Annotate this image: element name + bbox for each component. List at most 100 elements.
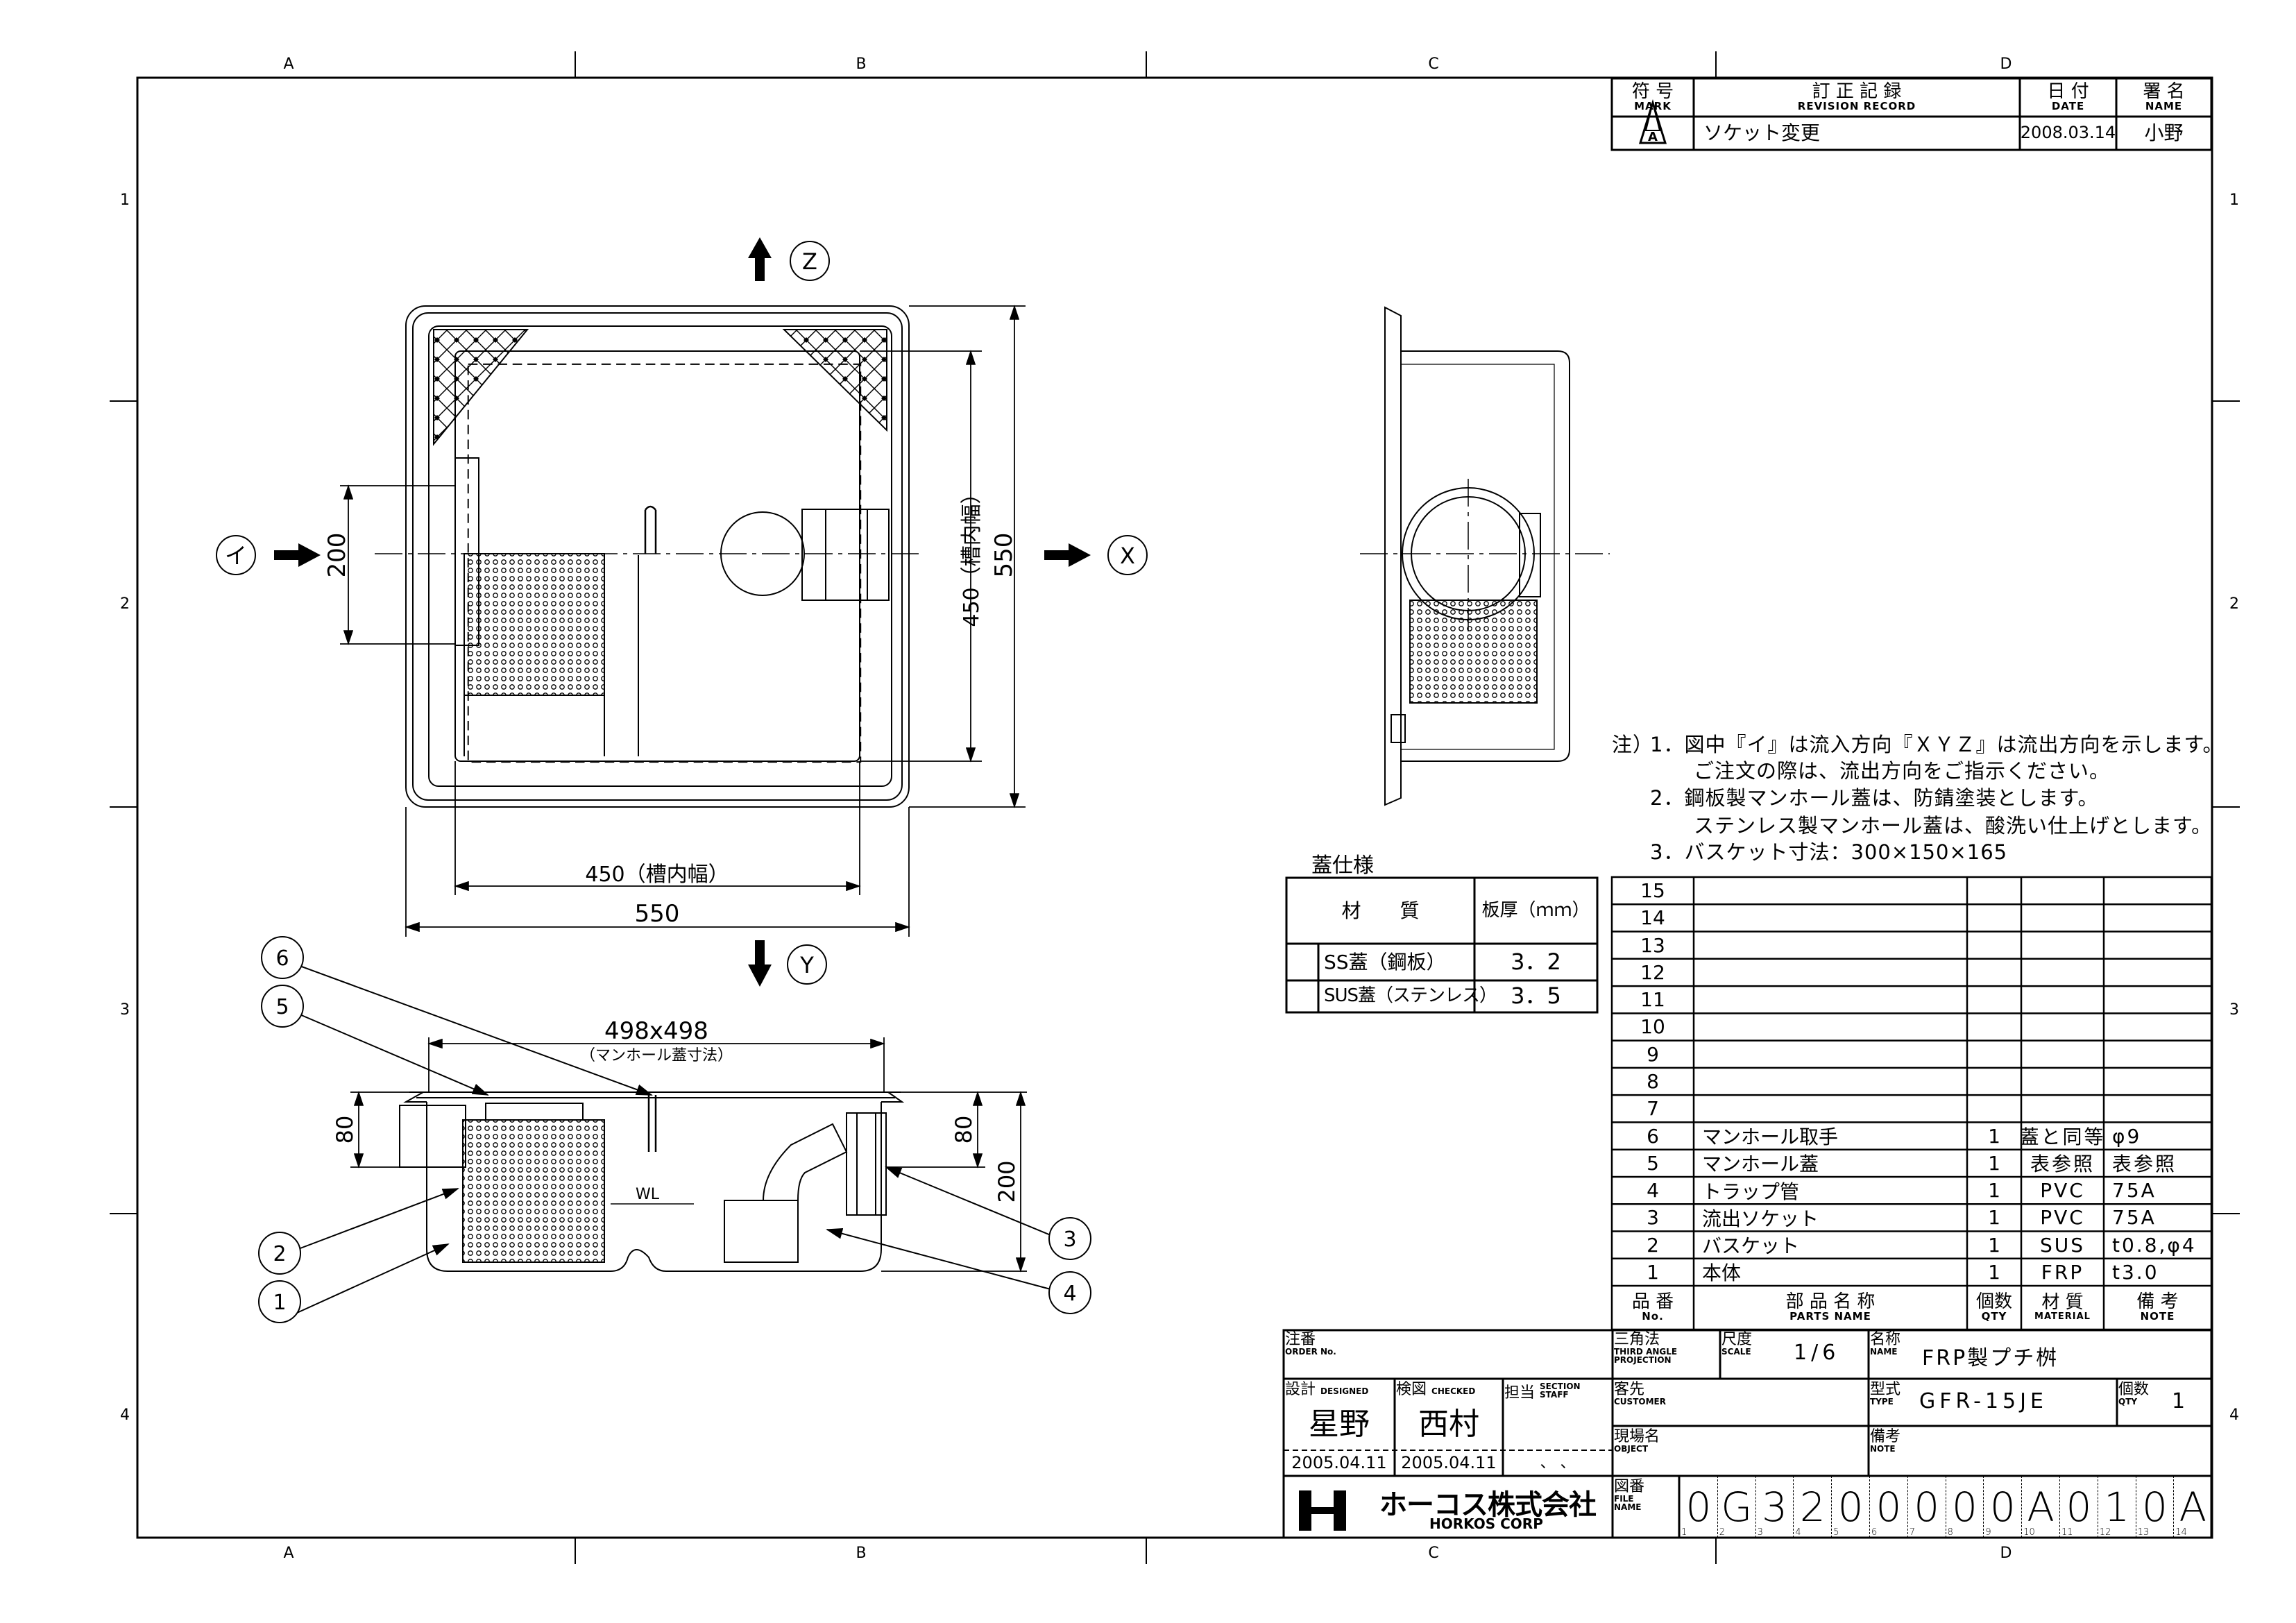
tb-object-en: OBJECT [1614,1444,1649,1454]
rev-header-mark-en: MARK [1634,100,1672,113]
rev-mark: A [1648,129,1658,144]
tb-file-char-value: 0 [1989,1483,2016,1531]
sheet-frame [110,51,2240,1564]
parts-cell-name: 本体 [1702,1261,1742,1285]
parts-header-material-en: MATERIAL [2034,1311,2091,1323]
callout-circle [261,936,304,979]
parts-cell-no: 6 [1647,1124,1659,1148]
lid-spec-material-1: SS蓋（鋼板） [1324,950,1446,974]
parts-cell-no: 2 [1647,1233,1659,1257]
parts-header-note-en: NOTE [2140,1310,2175,1323]
tb-file-char-value: 3 [1762,1483,1787,1531]
parts-cell-name [1702,986,1967,1013]
callout-circle [258,1280,301,1323]
parts-header-name-en: PARTS NAME [1789,1310,1871,1323]
rev-header-name-ja: 署 名 [2143,80,2185,102]
tb-file-char-value: G [1721,1483,1753,1531]
tb-qty-value: 1 [2172,1389,2190,1413]
tb-qty-ja: 個数 [2118,1381,2150,1398]
socket-top [801,509,890,601]
parts-cell-name: マンホール蓋 [1702,1153,1819,1176]
parts-cell-qty [1967,986,2021,1013]
tb-order-ja: 注番 [1285,1331,1316,1348]
lid-spec-header-thickness: 板厚（ｍｍ） [1481,899,1590,921]
parts-cell-note [2112,959,2211,986]
parts-cell-no: 14 [1640,906,1665,930]
parts-cell-material [2021,932,2104,959]
parts-cell-no: 4 [1647,1179,1659,1203]
rev-header-date-en: DATE [2051,100,2085,113]
parts-header-note-ja: 備 考 [2136,1291,2179,1312]
parts-cell-note [2112,986,2211,1013]
tb-type-en: TYPE [1870,1397,1894,1407]
parts-cell-material [2021,959,2104,986]
revision-table-lines [1610,77,2213,151]
tb-file-char-value: 0 [2066,1483,2092,1531]
tb-designed-ja: 設計 [1285,1381,1316,1398]
tb-designed-date: 2005.04.11 [1291,1452,1387,1472]
parts-cell-note [2112,932,2211,959]
parts-cell-no: 11 [1640,988,1665,1012]
tb-name-value: FRP製プチ桝 [1922,1346,2059,1370]
lid-spec-material-2: SUS蓋（ステンレス） [1324,985,1497,1007]
direction-label-i: イ [225,543,247,569]
callout-circle [261,985,304,1028]
parts-header-qty-ja: 個数 [1975,1291,2012,1312]
tb-checked-en: CHECKED [1431,1386,1476,1396]
tb-file-char-index: 14 [2175,1527,2187,1538]
parts-header-qty-en: QTY [1981,1310,2007,1323]
dim-498-note: （マンホール蓋寸法） [580,1047,733,1064]
parts-cell-note: t0.8,φ4 [2112,1233,2197,1257]
tb-file-char-index: 3 [1757,1527,1763,1538]
parts-cell-no: 7 [1647,1097,1659,1121]
tb-type-ja: 型式 [1870,1381,1901,1398]
tb-file-char-index: 11 [2061,1527,2073,1538]
rev-header-mark-ja: 符 号 [1631,80,1674,102]
parts-cell-material: 蓋と同等 [2019,1125,2106,1149]
parts-cell-note [2112,877,2211,904]
parts-cell-no: 10 [1640,1015,1665,1039]
tb-file-char-value: 0 [1876,1483,1902,1531]
parts-cell-note: 75A [2112,1206,2157,1230]
parts-cell-name [1702,959,1967,986]
tb-section-date: 、 、 [1540,1454,1576,1472]
note-line-2: ご注文の際は、流出方向をご指示ください。 [1694,759,2111,783]
tb-section-en: SECTION STAFF [1540,1382,1581,1400]
parts-cell-note: φ9 [2112,1124,2142,1148]
parts-cell-name: バスケット [1702,1234,1800,1258]
parts-cell-material [2021,1068,2104,1095]
tb-file-char-value: 0 [2142,1483,2168,1531]
grid-row-1-left: 1 [120,192,130,209]
parts-cell-note [2112,904,2211,931]
inlet-arrow-i [216,535,321,575]
parts-cell-name [1702,1068,1967,1095]
parts-cell-material [2021,877,2104,904]
tb-note-ja: 備考 [1870,1428,1901,1445]
parts-cell-name: トラップ管 [1702,1180,1800,1203]
parts-cell-qty [1967,1013,2021,1040]
top-view [375,305,923,808]
rev-header-record-en: REVISION RECORD [1797,100,1916,113]
tb-file-ja: 図番 [1614,1478,1645,1495]
parts-cell-qty: 1 [1988,1233,2000,1257]
tb-file-char-value: 0 [1914,1483,1940,1531]
direction-label-z: Z [802,248,817,275]
tb-scale-ja: 尺度 [1721,1331,1753,1348]
tb-file-char-index: 5 [1833,1527,1839,1538]
tb-company-ja: ホーコス株式会社 [1379,1489,1597,1521]
callout-number: 3 [1063,1227,1076,1252]
tb-file-char-value: 1 [2104,1483,2130,1531]
grid-col-c-bottom: C [1428,1545,1439,1562]
